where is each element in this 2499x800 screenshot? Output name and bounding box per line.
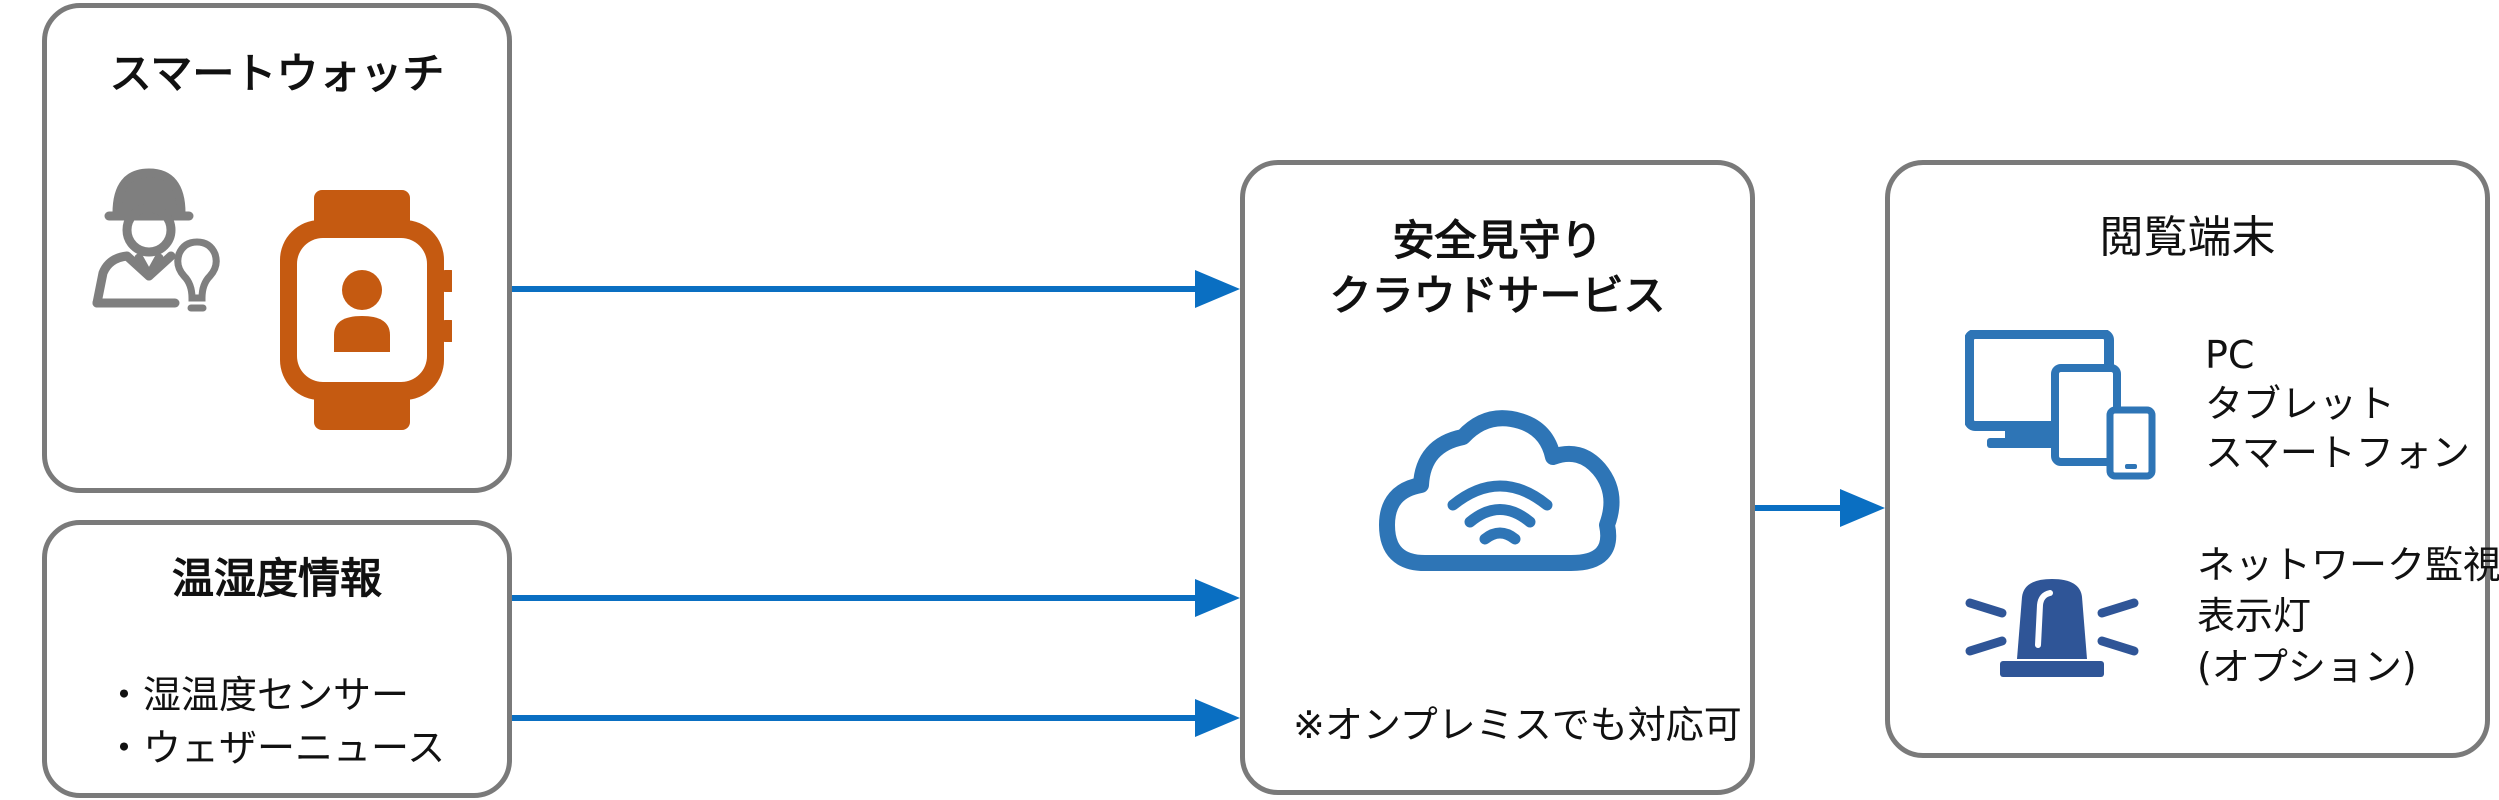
signal-light-line2: 表示灯: [2197, 594, 2312, 638]
arrow-environment-to-cloud-1: [512, 579, 1240, 617]
signal-light-line1: ネットワーク監視: [2197, 543, 2499, 587]
environment-item-sensor: ・湿温度センサー: [105, 673, 410, 717]
worker-icon: [92, 168, 220, 312]
cloud-service-box: 安全見守り クラウドサービス ※オンプレミスでも対応可: [1240, 160, 1755, 795]
arrow-environment-to-cloud-2: [512, 699, 1240, 737]
viewing-devices-box: 閲覧端末 PC タブレット スマートフォン ネットワーク監視 表示灯 (オプショ…: [1885, 160, 2499, 758]
viewing-devices-title: 閲覧端末: [2099, 212, 2276, 263]
smartwatch-title: スマートウォッチ: [109, 49, 445, 98]
environment-title: 温湿度情報: [171, 554, 382, 603]
arrow-cloud-to-devices: [1755, 489, 1885, 527]
cloud-service-title-line1: 安全見守り: [1392, 216, 1603, 265]
cloud-service-title-line2: クラウドサービス: [1329, 271, 1666, 320]
cloud-service-note: ※オンプレミスでも対応可: [1293, 703, 1742, 747]
smartwatch-icon: [280, 190, 452, 430]
arrow-smartwatch-to-cloud: [512, 270, 1240, 308]
device-smartphone: スマートフォン: [2205, 431, 2470, 475]
smartwatch-box: スマートウォッチ: [42, 3, 512, 493]
devices-icon: [1965, 330, 2156, 480]
signal-light-line3: (オプション): [2197, 645, 2417, 689]
device-tablet: タブレット: [2205, 382, 2396, 426]
device-pc: PC: [2205, 333, 2255, 377]
signal-light-icon: [1965, 579, 2139, 677]
cloud-wifi-icon: [1379, 410, 1620, 571]
environment-box: 温湿度情報 ・湿温度センサー ・ウェザーニュース: [42, 520, 512, 798]
environment-item-weathernews: ・ウェザーニュース: [105, 726, 446, 770]
